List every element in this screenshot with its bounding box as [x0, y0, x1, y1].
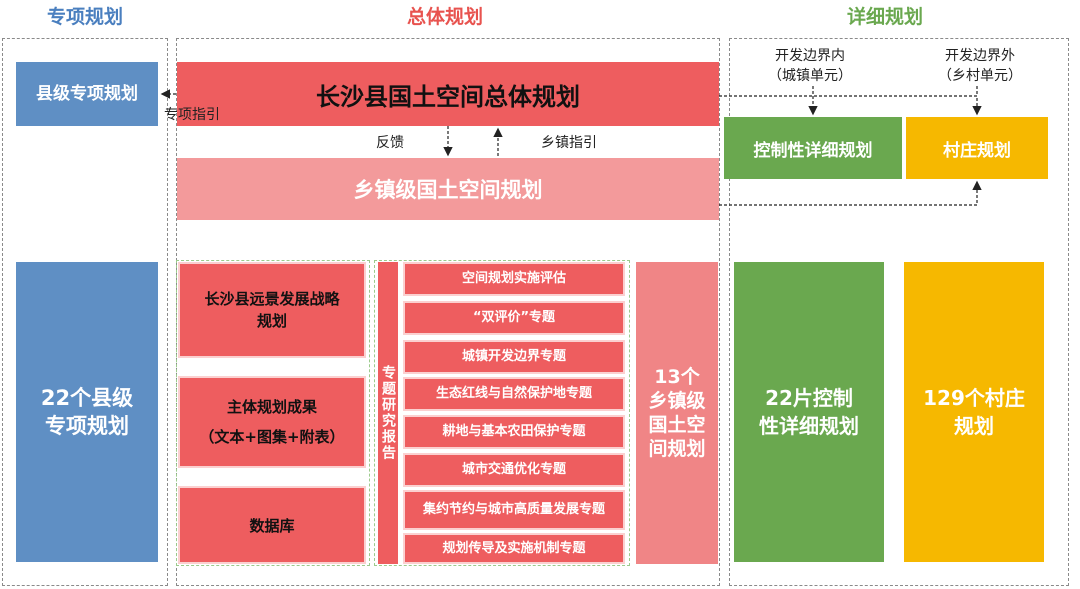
- county-special-plan-box: 县级专项规划: [16, 62, 158, 126]
- topic-item: 集约节约与城市高质量发展专题: [403, 490, 625, 530]
- town-guide-label: 乡镇指引: [541, 135, 597, 151]
- control-plan-label: 控制性详细规划: [753, 140, 873, 161]
- topic-item: 耕地与基本农田保护专题: [403, 415, 625, 449]
- county-special-count-box: 22个县级专项规划: [16, 262, 158, 562]
- outside-boundary-title: 开发边界外: [945, 48, 1015, 64]
- feedback-label: 反馈: [376, 135, 404, 151]
- strategy-plan-box: 长沙县远景发展战略规划: [178, 262, 366, 358]
- inside-boundary-title: 开发边界内: [775, 48, 845, 64]
- town-level-plan-box: 乡镇级国土空间规划: [177, 158, 719, 220]
- village-count-box: 129个村庄规划: [904, 262, 1044, 562]
- county-master-plan-box: 长沙县国土空间总体规划: [177, 62, 719, 126]
- main-results-subtitle: （文本+图集+附表）: [199, 428, 345, 446]
- research-group-frame: [374, 260, 630, 566]
- topic-item: 空间规划实施评估: [403, 262, 625, 296]
- village-plan-box: 村庄规划: [906, 117, 1048, 179]
- county-special-plan-label: 县级专项规划: [36, 84, 138, 104]
- header-special: 专项规划: [46, 6, 123, 28]
- header-overall: 总体规划: [406, 6, 483, 28]
- special-column-frame: [2, 38, 168, 586]
- strategy-plan-label: 长沙县远景发展战略规划: [204, 290, 340, 330]
- town-to-village-arrow: [719, 180, 982, 206]
- main-results-box: 主体规划成果 （文本+图集+附表）: [178, 376, 366, 468]
- inside-boundary-subtitle: （城镇单元）: [768, 68, 852, 84]
- town-count-box: 13个乡镇级国土空间规划: [636, 262, 718, 564]
- town-level-plan-label: 乡镇级国土空间规划: [353, 178, 543, 202]
- research-report-label: 专题研究报告: [380, 365, 396, 461]
- control-count-box: 22片控制性详细规划: [734, 262, 884, 562]
- research-report-label-box: 专题研究报告: [378, 262, 398, 564]
- topic-item: 城镇开发边界专题: [403, 340, 625, 374]
- main-results-title: 主体规划成果: [226, 398, 317, 416]
- database-label: 数据库: [249, 516, 295, 535]
- village-count-label: 129个村庄规划: [923, 386, 1025, 438]
- header-detailed: 详细规划: [846, 6, 923, 28]
- topic-item: 城市交通优化专题: [403, 453, 625, 487]
- topic-item: “双评价”专题: [403, 301, 625, 335]
- special-guide-label: 专项指引: [164, 107, 220, 123]
- outside-boundary-subtitle: （乡村单元）: [938, 68, 1022, 84]
- control-plan-box: 控制性详细规划: [724, 117, 902, 179]
- topic-item: 生态红线与自然保护地专题: [403, 377, 625, 411]
- control-count-label: 22片控制性详细规划: [759, 386, 859, 438]
- detailed-column-frame: [729, 38, 1069, 586]
- county-special-count-label: 22个县级专项规划: [40, 386, 134, 438]
- village-plan-label: 村庄规划: [943, 140, 1011, 161]
- database-box: 数据库: [178, 486, 366, 564]
- outside-boundary-label: 开发边界外 （乡村单元）: [915, 46, 1045, 86]
- county-to-detailed-arrow: [719, 95, 982, 116]
- results-group-frame: [176, 260, 370, 566]
- inside-boundary-label: 开发边界内 （城镇单元）: [745, 46, 875, 86]
- town-count-label: 13个乡镇级国土空间规划: [648, 366, 706, 460]
- county-master-plan-label: 长沙县国土空间总体规划: [316, 82, 580, 111]
- topic-item: 规划传导及实施机制专题: [403, 533, 625, 564]
